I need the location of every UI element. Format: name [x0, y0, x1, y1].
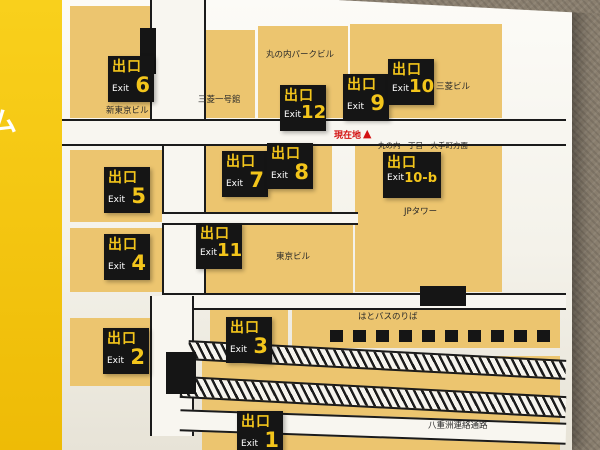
- building-label: 三菱一号館: [198, 95, 241, 105]
- exit-number: 3: [253, 334, 268, 358]
- direction-label: 丸の内一丁目・大手町方面: [378, 141, 468, 150]
- building-label: 丸の内パークビル: [266, 50, 335, 60]
- exit-number: 12: [301, 102, 327, 123]
- exit-badge-3: 出口 Exit 3: [226, 317, 272, 363]
- exit-badge-row: Exit 4: [104, 252, 150, 274]
- exit-number: 8: [294, 160, 309, 184]
- exit-number: 10: [409, 76, 435, 97]
- exit-badge-row: Exit 6: [108, 74, 154, 96]
- current-location-label: 現在地: [334, 131, 362, 141]
- current-location-marker: 現在地 ▲: [334, 128, 371, 141]
- exit-badge-row: Exit 8: [267, 161, 313, 183]
- exit-badge-row: Exit 1: [237, 429, 283, 450]
- yellow-sign-edge: ム: [0, 0, 62, 450]
- exit-badge-row: Exit 2: [103, 346, 149, 368]
- exit-badge-8: 出口 Exit 8: [267, 143, 313, 189]
- exit-map-panel: 現在地 ▲ 丸の内一丁目・大手町方面 丸の内パークビル三菱一号館新東京ビル 三菱ビ…: [62, 0, 572, 450]
- exit-number: 10-b: [404, 171, 437, 187]
- street: [162, 293, 566, 310]
- exit-kanji-label: 出口: [347, 77, 377, 93]
- exit-number: 5: [131, 184, 146, 208]
- exit-kanji-label: 出口: [108, 170, 138, 186]
- exit-number: 7: [249, 168, 264, 192]
- exit-latin-label: Exit: [387, 173, 405, 183]
- exit-latin-label: Exit: [230, 344, 248, 355]
- exit-badge-6: 出口 Exit 6: [108, 56, 154, 102]
- current-location-triangle-icon: ▲: [363, 127, 372, 140]
- exit-kanji-label: 出口: [271, 146, 301, 162]
- exit-number: 9: [370, 91, 385, 115]
- exit-latin-label: Exit: [271, 170, 289, 181]
- exit-latin-label: Exit: [112, 83, 130, 94]
- exit-badge-5: 出口 Exit 5: [104, 167, 150, 213]
- exit-badge-7: 出口 Exit 7: [222, 151, 268, 197]
- exit-latin-label: Exit: [107, 355, 125, 366]
- exit-kanji-label: 出口: [226, 154, 256, 170]
- exit-kanji-label: 出口: [200, 226, 230, 242]
- exit-latin-label: Exit: [241, 438, 259, 449]
- building-label: 新東京ビル: [106, 106, 149, 116]
- building-label: 東京ビル: [276, 252, 311, 262]
- exit-badge-2: 出口 Exit 2: [103, 328, 149, 374]
- exit-latin-label: Exit: [392, 83, 410, 94]
- exit-latin-label: Exit: [108, 261, 126, 272]
- stair-mark: [166, 352, 196, 394]
- exit-number: 4: [131, 251, 146, 275]
- exit-kanji-label: 出口: [108, 237, 138, 253]
- street: [162, 212, 358, 225]
- exit-latin-label: Exit: [284, 109, 302, 120]
- exit-latin-label: Exit: [108, 194, 126, 205]
- exit-kanji-label: 出口: [107, 331, 137, 347]
- building-label: JPタワー: [404, 207, 438, 217]
- building-label: 八重洲連絡通路: [428, 421, 488, 431]
- exit-latin-label: Exit: [226, 178, 244, 189]
- small-building: [420, 286, 466, 306]
- exit-badge-row: Exit 7: [222, 169, 268, 191]
- exit-kanji-label: 出口: [392, 62, 422, 78]
- exit-badge-row: Exit 5: [104, 185, 150, 207]
- exit-number: 6: [135, 73, 150, 97]
- exit-latin-label: Exit: [347, 101, 365, 112]
- exit-badge-row: Exit 9: [343, 92, 389, 114]
- exit-kanji-label: 出口: [387, 155, 417, 171]
- partial-kana-glyph: ム: [0, 107, 17, 138]
- exit-number: 2: [130, 345, 145, 369]
- exit-kanji-label: 出口: [284, 88, 314, 104]
- exit-latin-label: Exit: [200, 247, 218, 258]
- street: [150, 0, 206, 126]
- exit-badge-9: 出口 Exit 9: [343, 74, 389, 120]
- exit-badge-1: 出口 Exit 1: [237, 411, 283, 450]
- exit-badge-4: 出口 Exit 4: [104, 234, 150, 280]
- exit-number: 1: [264, 428, 279, 450]
- exit-kanji-label: 出口: [230, 320, 260, 336]
- exit-kanji-label: 出口: [112, 59, 142, 75]
- building-label: はとバスのりば: [358, 312, 418, 322]
- building-label: 三菱ビル: [436, 82, 471, 92]
- bus-stop-ticks: [330, 330, 560, 342]
- exit-badge-row: Exit 3: [226, 335, 272, 357]
- exit-kanji-label: 出口: [241, 414, 271, 430]
- exit-number: 11: [217, 240, 243, 261]
